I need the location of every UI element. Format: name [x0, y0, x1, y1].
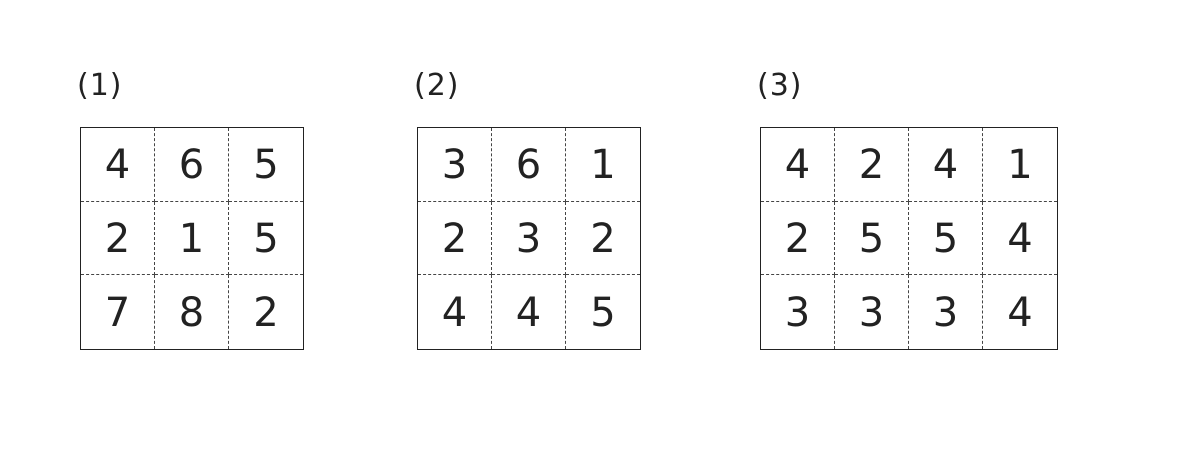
grid-cell: 1	[155, 201, 229, 275]
grid-cell: 2	[253, 289, 279, 336]
grid-cell: 5	[835, 201, 909, 275]
grid-cell: 3	[835, 275, 909, 349]
grid-cell: 5	[229, 128, 303, 202]
grid-cell: 6	[492, 128, 566, 202]
grid-cell: 7	[81, 275, 155, 349]
grid-cell: 4	[418, 275, 492, 349]
grid-cell: 4	[492, 275, 566, 349]
grid-cell: 5	[909, 201, 983, 275]
grid-cell: 1	[983, 128, 1057, 202]
grid-cell: 6	[155, 128, 229, 202]
grid-cell: 4	[1007, 289, 1033, 336]
puzzle-label: (3)	[757, 68, 803, 103]
grid-cell: 4	[761, 128, 835, 202]
puzzle-label: (2)	[414, 68, 460, 103]
grid-cell: 4	[909, 128, 983, 202]
grid-cell: 2	[418, 201, 492, 275]
grid-cell: 2	[81, 201, 155, 275]
grid-cell: 4	[81, 128, 155, 202]
grid-cell: 2	[761, 201, 835, 275]
grid-cell: 3	[418, 128, 492, 202]
grid-cell: 4	[983, 202, 1057, 275]
grid-cell: 5	[590, 289, 616, 336]
grid-cell: 1	[566, 128, 640, 202]
grid-cell: 3	[492, 201, 566, 275]
puzzle-label: (1)	[77, 68, 123, 103]
grid-cell: 3	[909, 275, 983, 349]
grid-cell: 5	[229, 202, 303, 275]
grid-cell: 8	[155, 275, 229, 349]
grid-cell: 3	[761, 275, 835, 349]
grid-cell: 2	[835, 128, 909, 202]
grid-cell: 2	[566, 202, 640, 275]
